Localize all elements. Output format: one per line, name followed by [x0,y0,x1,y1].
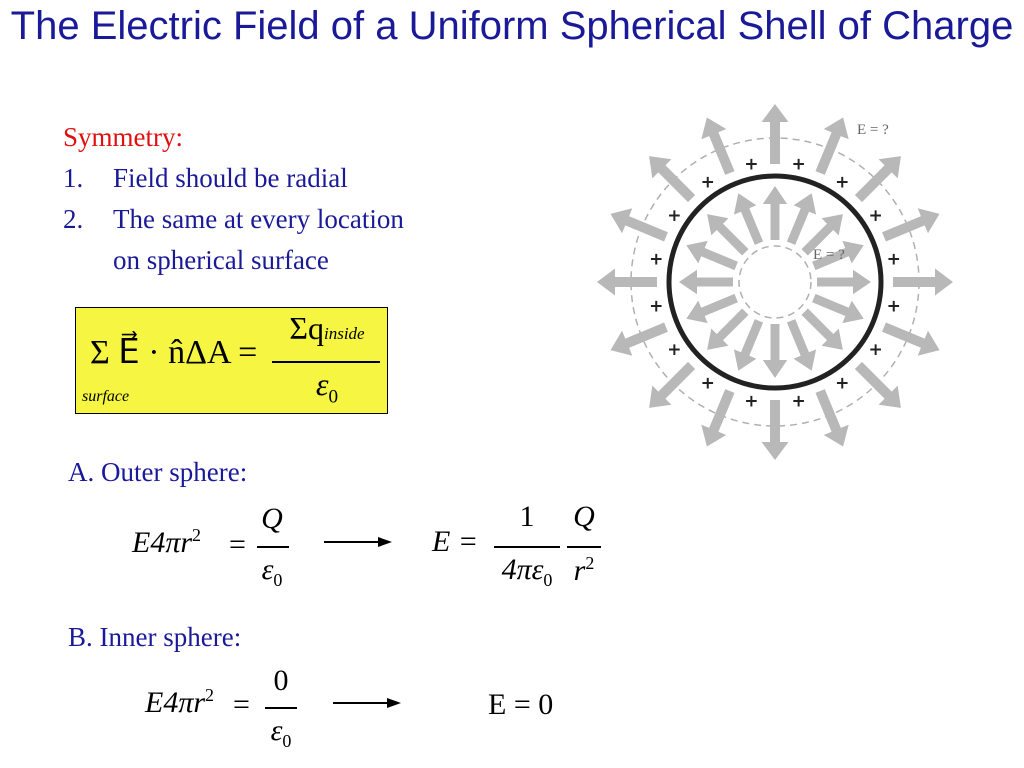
outer-field-arrow [882,208,940,242]
inner-gaussian-surface [738,245,812,319]
surface-charges: + + + + + + + + + + + + + + + + [649,154,901,411]
inner-eq-right: E = 0 [488,688,554,721]
inner-field-arrow [707,214,749,256]
page-title: The Electric Field of a Uniform Spherica… [10,4,1014,48]
inner-field-arrow [762,186,788,240]
plus-charge: + [868,340,882,360]
gauss-law-denominator: ε0 [315,366,339,408]
symmetry-item-2-text: The same at every location [113,204,404,234]
plus-charge: + [791,392,805,412]
outer-field-arrow [882,322,940,356]
outer-field-arrow [649,156,696,203]
plus-charge: + [701,374,715,394]
inner-field-arrow [679,269,733,295]
inner-field-arrow [801,214,843,256]
outer-field-arrow [649,361,696,408]
outer-field-label: E = ? [857,122,889,138]
symmetry-heading: Symmetry: [63,122,183,152]
inner-field-label: E = ? [813,247,845,263]
outer-field-arrow [815,117,849,175]
plus-charge: + [667,340,681,360]
symmetry-item-1-number: 1. [63,163,84,193]
outer-eq-left-equals: = [229,528,246,561]
field-arrows [597,104,953,460]
plus-charge: + [835,374,849,394]
outer-eq-right-lhs: E = [432,525,479,558]
outer-field-arrow [597,268,657,296]
outer-eq-right-denominator-2: r2 [573,553,595,587]
plus-charge: + [744,392,758,412]
plus-charge: + [887,249,901,269]
outer-eq-left-fraction-bar [257,546,289,548]
inner-eq-left-denominator: ε0 [270,714,292,751]
inner-field-arrow [812,293,864,324]
inner-sphere-label: B. Inner sphere: [68,622,242,652]
outer-field-arrow [701,117,735,175]
gauss-law-fraction-bar [272,361,380,363]
outer-eq-right-fraction-bar-2 [567,546,601,548]
plus-charge: + [649,297,663,317]
outer-field-arrow [761,400,789,460]
inner-eq-left-equals: = [233,688,250,721]
outer-field-arrow [701,389,735,447]
inner-eq-left-numerator: 0 [273,664,289,697]
inner-field-arrow [786,319,817,371]
outer-eq-right-denominator-1: 4πε0 [501,553,553,590]
inner-field-arrow [686,293,738,324]
symmetry-item-1-text: Field should be radial [113,163,348,193]
outer-field-arrow [854,361,901,408]
inner-field-arrow [812,240,864,271]
plus-charge: + [744,154,758,174]
outer-field-arrow [815,389,849,447]
inner-field-arrow [686,240,738,271]
inner-implies-arrowhead [387,698,401,708]
outer-eq-left-lhs: E4πr2 [132,525,202,559]
inner-eq-left-fraction-bar [265,707,297,709]
outer-eq-right-fraction-bar-1 [494,546,560,548]
outer-implies-arrowhead [378,537,392,547]
inner-field-arrow [733,319,764,371]
inner-field-arrow [762,324,788,378]
charged-shell [666,173,884,391]
gauss-law-lhs: Σ E⃗ · n̂ΔA = [90,334,258,371]
inner-field-arrow [733,193,764,245]
outer-implies-arrow [324,541,380,543]
outer-field-arrow [854,156,901,203]
plus-charge: + [835,172,849,192]
plus-charge: + [667,206,681,226]
outer-eq-right-numerator-1: 1 [519,500,535,533]
symmetry-item-2-continuation: on spherical surface [113,245,329,275]
inner-eq-left-lhs: E4πr2 [145,685,215,719]
plus-charge: + [868,206,882,226]
inner-implies-arrow [333,702,389,704]
symmetry-item-2-number: 2. [63,204,84,234]
outer-eq-left-numerator: Q [261,502,283,535]
outer-sphere-label: A. Outer sphere: [68,457,248,487]
outer-eq-left-denominator: ε0 [261,553,283,590]
outer-field-arrow [893,268,953,296]
plus-charge: + [887,297,901,317]
plus-charge: + [791,154,805,174]
charged-shell-diagram: + + + + + + + + + + + + + + + + E = ? E = ? [597,104,953,460]
gauss-law-sum-subscript: surface [82,388,130,405]
outer-field-arrow [610,208,668,242]
gauss-law-box: Σ E⃗ · n̂ΔA = surface Σqinside ε0 [75,307,388,414]
inner-field-arrow [817,269,871,295]
inner-field-arrow [801,308,843,350]
inner-field-arrow [786,193,817,245]
inner-field-arrow [707,308,749,350]
outer-field-arrow [761,104,789,164]
plus-charge: + [649,249,663,269]
outer-eq-right-numerator-2: Q [573,500,595,533]
plus-charge: + [701,172,715,192]
outer-field-arrow [610,322,668,356]
gauss-law-numerator: Σqinside [289,310,365,346]
